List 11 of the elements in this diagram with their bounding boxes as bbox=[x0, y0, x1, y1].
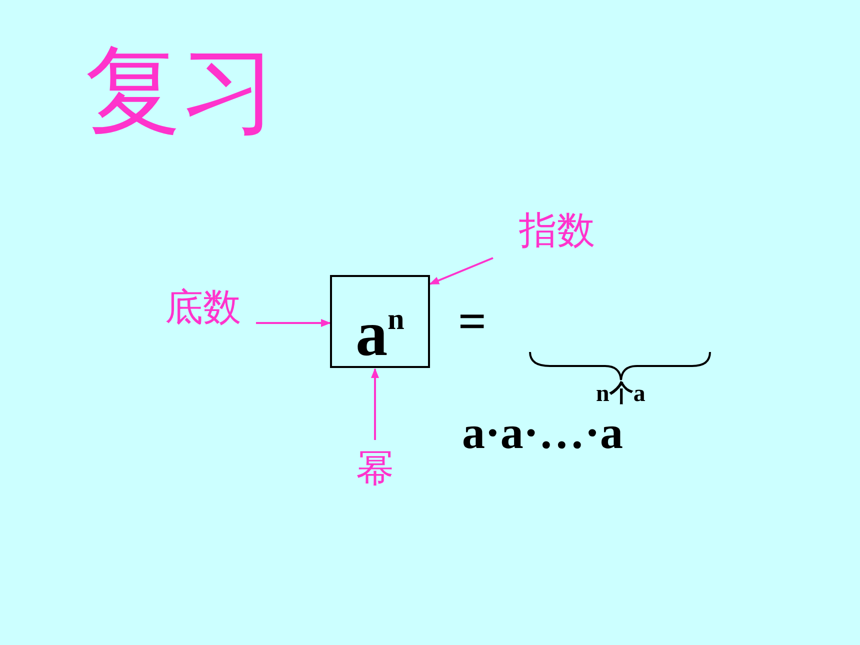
callout-label: 指数 bbox=[512, 206, 602, 254]
equals-sign: = bbox=[458, 296, 486, 346]
arrow bbox=[256, 319, 331, 327]
power-box: a$^{n}$ bbox=[330, 275, 430, 368]
arrow bbox=[371, 368, 379, 440]
arrow bbox=[429, 257, 494, 285]
title: 复习 bbox=[85, 33, 277, 148]
callout-label: 幂 bbox=[352, 444, 398, 492]
formula: a·a·…·a bbox=[462, 410, 624, 456]
brace-label: n个a bbox=[596, 382, 646, 406]
callout-label: 底数 bbox=[158, 283, 248, 331]
